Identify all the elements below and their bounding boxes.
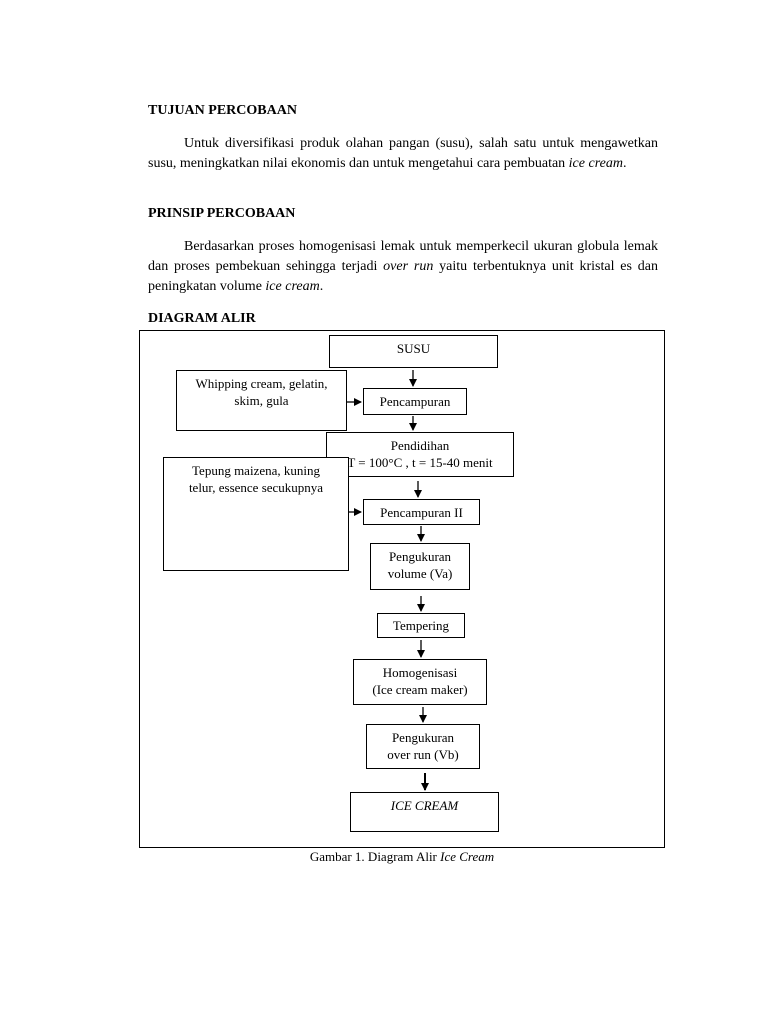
italic-term: over run xyxy=(383,259,434,274)
additive-label: Whipping cream, gelatin, xyxy=(195,376,328,391)
additive-label: telur, essence secukupnya xyxy=(188,480,324,495)
italic-term: ice cream xyxy=(265,279,320,294)
paragraph-tujuan: Untuk diversifikasi produk olahan pangan… xyxy=(148,134,658,174)
step-pencampuran: Pencampuran xyxy=(363,388,467,415)
additive-box-2: Tepung maizena, kuning telur, essence se… xyxy=(163,457,349,571)
additive-label: Tepung maizena, kuning xyxy=(192,463,320,478)
punctuation: . xyxy=(622,156,627,171)
caption-text: Gambar 1. Diagram Alir xyxy=(309,849,441,864)
flowchart-frame xyxy=(139,330,665,848)
step-ice-cream: ICE CREAM xyxy=(350,792,499,832)
step-label: Pengukuran xyxy=(388,549,452,564)
step-label: Homogenisasi xyxy=(382,665,458,680)
section-heading-diagram: DIAGRAM ALIR xyxy=(148,311,256,326)
step-label: Pencampuran II xyxy=(380,505,463,520)
paragraph-text: Untuk diversifikasi produk olahan pangan… xyxy=(148,136,658,171)
additive-label: skim, gula xyxy=(234,393,289,408)
step-label: ICE CREAM xyxy=(390,798,459,813)
step-label: T = 100°C , t = 15-40 menit xyxy=(347,455,493,470)
step-pencampuran-2: Pencampuran II xyxy=(363,499,480,525)
paragraph-prinsip: Berdasarkan proses homogenisasi lemak un… xyxy=(148,237,658,297)
step-label: volume (Va) xyxy=(387,566,453,581)
paragraph-text: yaitu terbentuknya unit kristal es dan p… xyxy=(148,259,658,294)
paragraph-text: Berdasarkan proses homogenisasi lemak un… xyxy=(148,239,658,274)
step-homogenisasi: Homogenisasi (Ice cream maker) xyxy=(353,659,487,705)
italic-term: ice cream xyxy=(568,156,623,171)
step-label: Pencampuran xyxy=(379,394,451,409)
section-heading-tujuan: TUJUAN PERCOBAAN xyxy=(148,103,297,118)
figure-caption: Gambar 1. Diagram Alir Ice Cream xyxy=(139,849,665,865)
step-label: Pengukuran xyxy=(391,730,455,745)
step-label: Tempering xyxy=(392,618,450,633)
caption-italic: Ice Cream xyxy=(440,849,495,864)
step-pengukuran-va: Pengukuran volume (Va) xyxy=(370,543,470,590)
step-label: SUSU xyxy=(396,341,431,356)
step-label: Pendidihan xyxy=(390,438,450,453)
step-pendidihan: Pendidihan T = 100°C , t = 15-40 menit xyxy=(326,432,514,477)
step-pengukuran-vb: Pengukuran over run (Vb) xyxy=(366,724,480,769)
additive-box-1: Whipping cream, gelatin, skim, gula xyxy=(176,370,347,431)
step-label: over run (Vb) xyxy=(387,747,459,762)
punctuation: . xyxy=(319,279,324,294)
step-tempering: Tempering xyxy=(377,613,465,638)
section-heading-prinsip: PRINSIP PERCOBAAN xyxy=(148,206,296,221)
step-label: (Ice cream maker) xyxy=(372,682,468,697)
step-susu: SUSU xyxy=(329,335,498,368)
